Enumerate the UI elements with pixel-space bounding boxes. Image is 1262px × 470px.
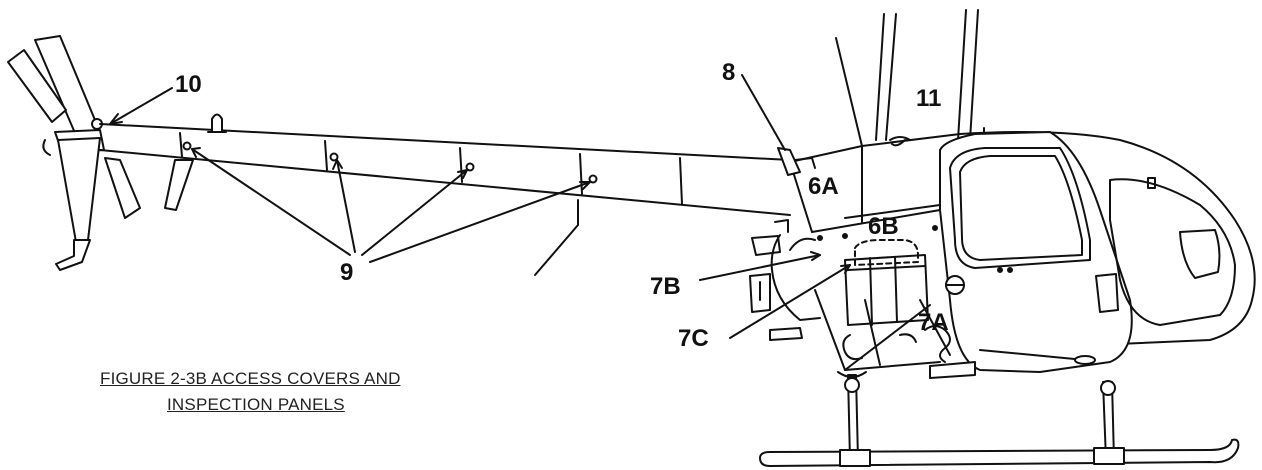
landing-gear: [759, 361, 1240, 467]
leader-lines: [109, 74, 851, 339]
callout-11: 11: [916, 85, 941, 112]
callout-6b: 6B: [868, 213, 899, 240]
callout-7b: 7B: [650, 273, 681, 300]
callout-8: 8: [722, 59, 735, 86]
engine-bay: [749, 147, 951, 371]
callout-9: 9: [340, 259, 353, 286]
tail-rotor: [7, 35, 141, 271]
figure-caption-line-2: INSPECTION PANELS: [167, 395, 345, 414]
callout-7c: 7C: [678, 325, 709, 352]
callout-7a: 7A: [918, 309, 949, 336]
callout-10: 10: [175, 71, 202, 98]
tail-boom: [99, 113, 791, 276]
figure-caption-line-1: FIGURE 2-3B ACCESS COVERS AND: [100, 369, 401, 388]
main-rotor-mast: [835, 9, 985, 147]
callout-6a: 6A: [808, 173, 839, 200]
fuselage: [779, 131, 1256, 373]
